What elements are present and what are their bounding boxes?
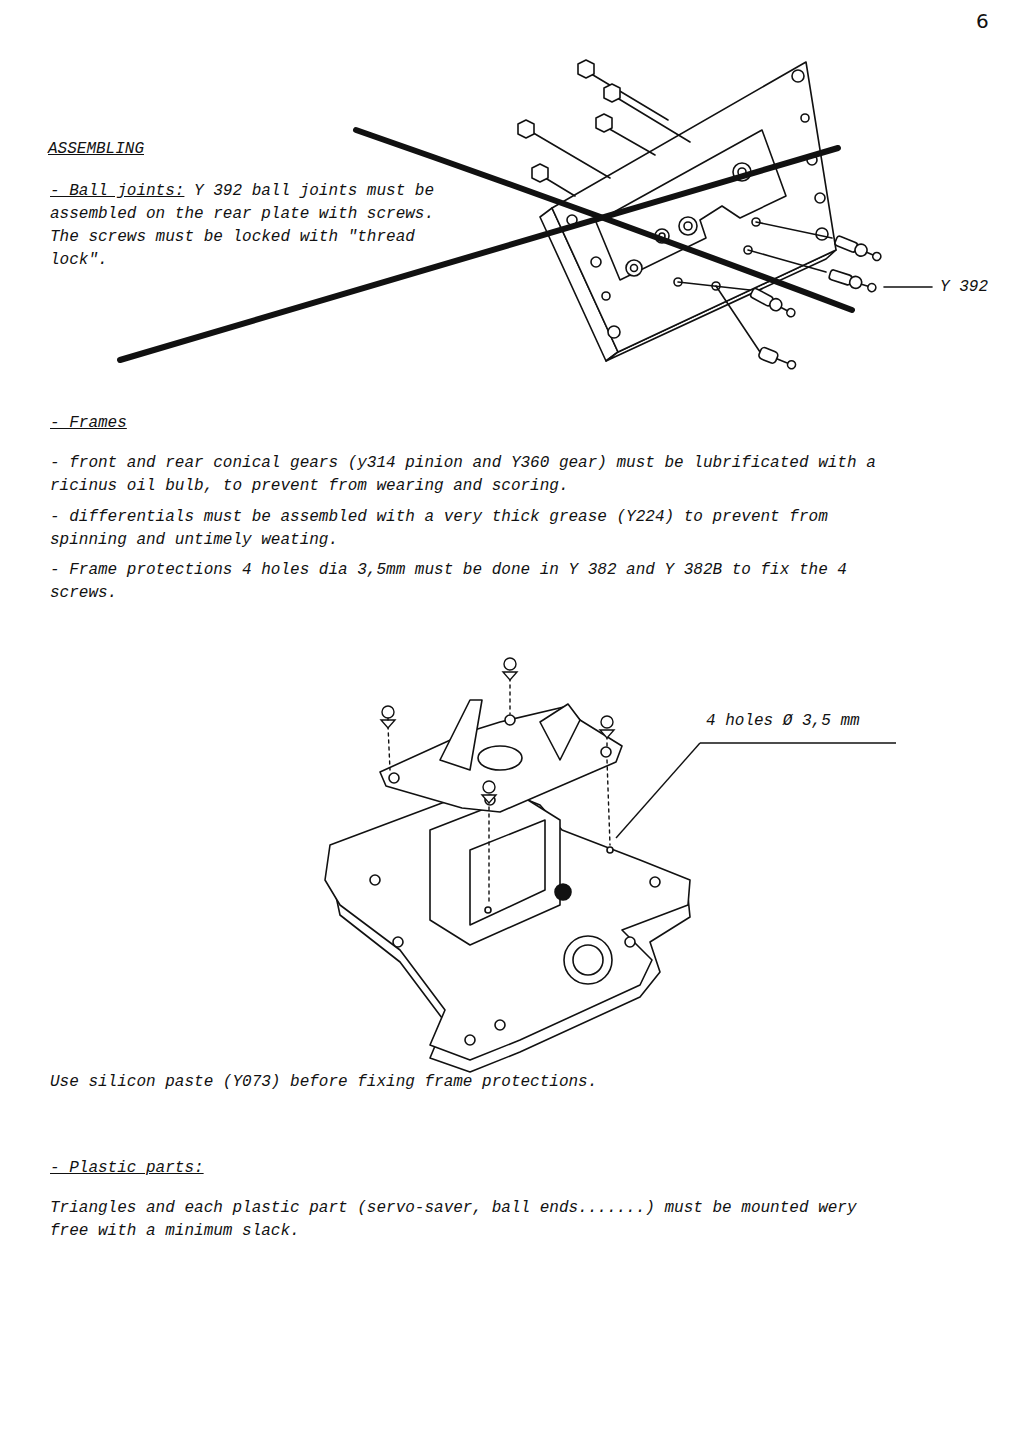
frame-screws: [381, 658, 614, 905]
page-number: 6: [976, 10, 1016, 33]
instruction-text: - front and rear conical gears (y314 pin…: [50, 452, 900, 498]
paragraph: - Ball joints:Y 392 ball joints must be …: [50, 180, 465, 272]
frame-drawing: [325, 700, 690, 1072]
nuts: [518, 60, 690, 196]
note-text: Use silicon paste (Y073) before fixing f…: [50, 1071, 900, 1094]
section-heading: - Ball joints:: [50, 182, 184, 200]
part-callout: Y 392: [940, 276, 1016, 299]
section-heading: - Frames: [50, 412, 250, 435]
instruction-text: - Frame protections 4 holes dia 3,5mm mu…: [50, 559, 900, 605]
leader-line: [616, 743, 896, 838]
dimension-label: 4 holes Ø 3,5 mm: [706, 710, 906, 733]
instruction-text: Triangles and each plastic part (servo-s…: [50, 1197, 900, 1243]
leader-line: [884, 286, 932, 288]
section-heading: - Plastic parts:: [50, 1157, 350, 1180]
ball-joints: [678, 222, 883, 372]
instruction-text: - differentials must be assembled with a…: [50, 506, 900, 552]
page-heading: ASSEMBLING: [48, 138, 268, 161]
